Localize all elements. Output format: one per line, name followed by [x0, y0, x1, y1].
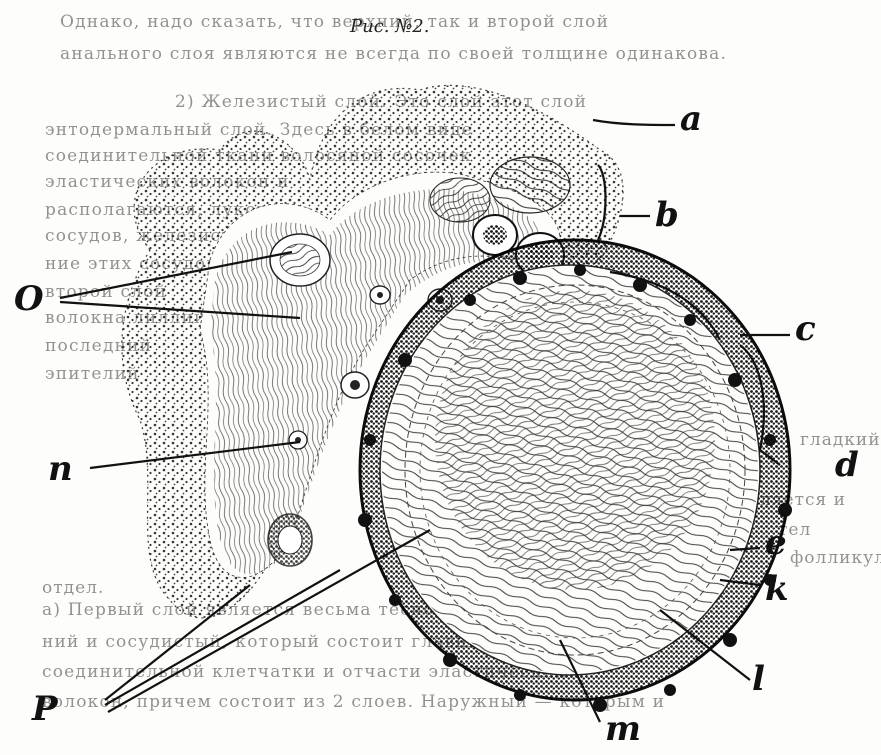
label-c: c: [795, 312, 816, 346]
label-e: e: [765, 526, 787, 560]
label-a: a: [680, 102, 702, 136]
label-b: b: [655, 198, 679, 232]
label-O: O: [14, 282, 44, 316]
label-n: n: [48, 452, 73, 486]
label-k: k: [765, 572, 789, 606]
label-P: P: [32, 692, 58, 726]
label-d: d: [835, 448, 859, 482]
label-l: l: [752, 662, 765, 696]
hair-bulb: [358, 240, 792, 712]
label-m: m: [605, 712, 641, 746]
